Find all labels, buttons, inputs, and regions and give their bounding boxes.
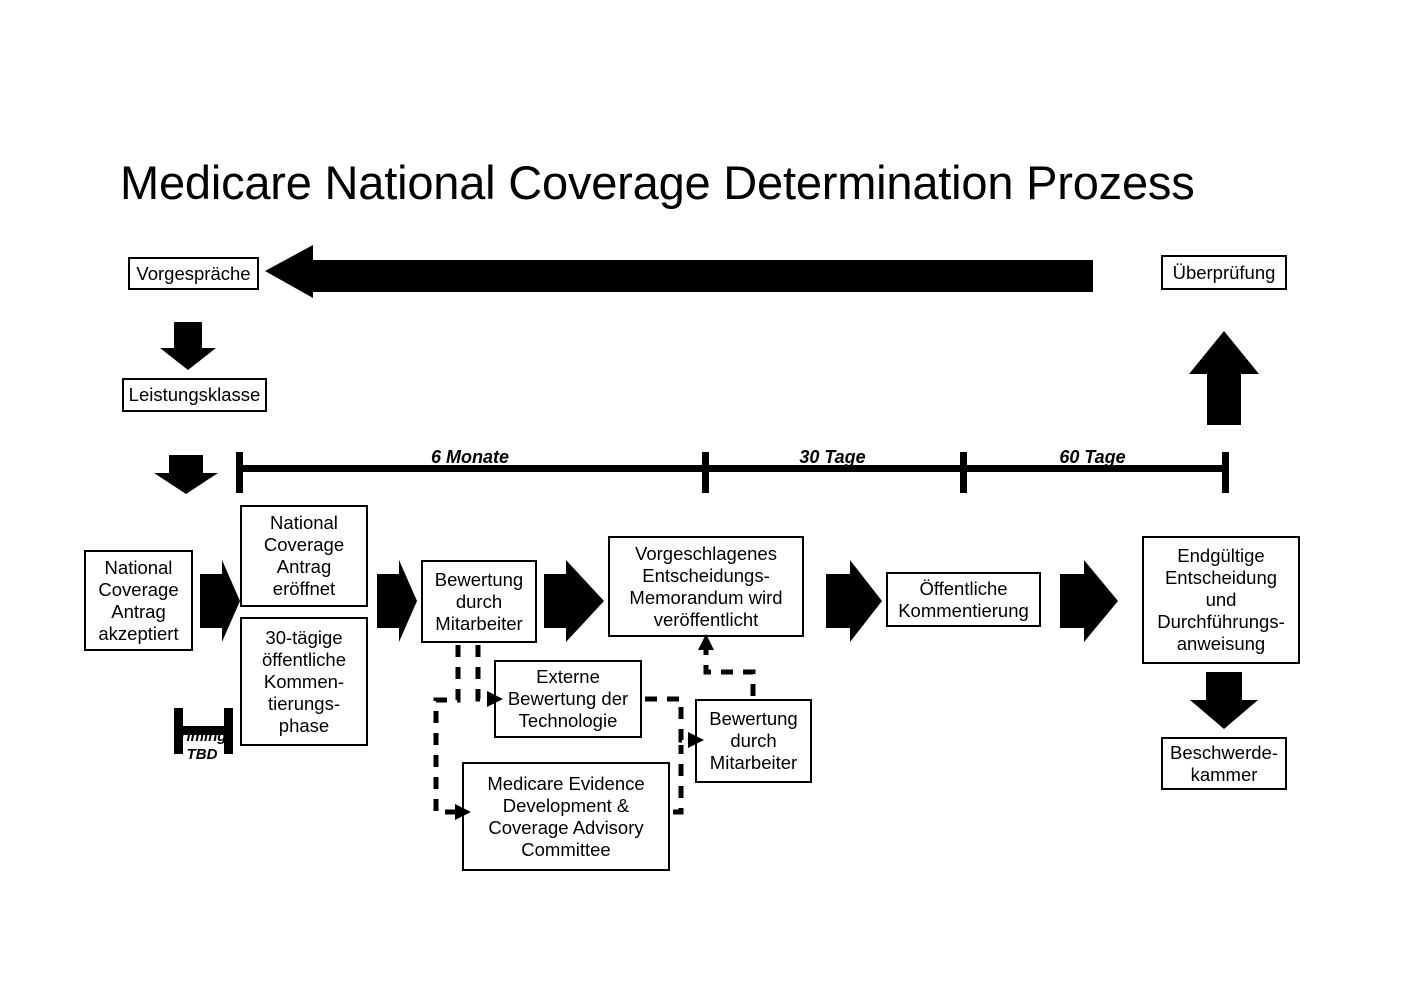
timeline-tick-2	[960, 452, 967, 493]
dashed-medcac-to-bewertung2	[673, 745, 684, 815]
timeline-label-60-tage: 60 Tage	[1059, 447, 1126, 467]
dashed-bewertung1-to-medcac	[433, 645, 461, 815]
box-antrag-eroeffnet[interactable]: National Coverage Antrag eröffnet	[240, 505, 368, 607]
page-title: Medicare National Coverage Determination…	[120, 156, 1195, 209]
box-externe-bewertung[interactable]: Externe Bewertung der Technologie	[494, 660, 642, 738]
box-bewertung-mitarbeiter-1[interactable]: Bewertung durch Mitarbeiter	[421, 560, 537, 643]
box-bewertung-mitarbeiter-2[interactable]: Bewertung durch Mitarbeiter	[695, 699, 812, 783]
arrow-right-eroeffnet-to-bewertung1	[377, 560, 417, 642]
timeline-label-6-monate: 6 Monate	[430, 447, 509, 467]
timeline-axis	[238, 465, 1228, 472]
box-leistungsklasse[interactable]: Leistungsklasse	[122, 378, 267, 412]
box-antrag-akzeptiert[interactable]: National Coverage Antrag akzeptiert	[84, 550, 193, 651]
box-vorgespraeche[interactable]: Vorgespräche	[128, 257, 259, 290]
timeline-label-30-tage: 30 Tage	[799, 447, 866, 467]
box-memorandum[interactable]: Vorgeschlagenes Entscheidungs-Memorandum…	[608, 536, 804, 637]
arrow-right-kommentierung-to-entscheidung	[1060, 560, 1118, 642]
box-beschwerdekammer[interactable]: Beschwerde-kammer	[1161, 737, 1287, 790]
arrow-right-memorandum-to-kommentierung	[826, 560, 882, 642]
box-endgueltige-entscheidung[interactable]: Endgültige Entscheidung und Durchführung…	[1142, 536, 1300, 664]
arrow-down-leistungsklasse-to-flow	[154, 455, 218, 494]
feedback-arrow-left-icon	[265, 245, 1093, 298]
arrow-right-akzeptiert-to-eroeffnet	[200, 560, 240, 642]
dashed-bewertung2-to-memorandum	[703, 650, 756, 696]
arrow-up-to-ueberpruefung	[1189, 331, 1259, 425]
dashed-externe-to-bewertung2	[645, 696, 688, 743]
arrow-right-bewertung1-to-memorandum	[544, 560, 604, 642]
box-ueberpruefung[interactable]: Überprüfung	[1161, 255, 1287, 290]
dashed-bewertung1-to-externe	[475, 645, 487, 702]
timeline-tick-start	[236, 452, 243, 493]
timeline-tick-end	[1222, 452, 1229, 493]
box-medcac[interactable]: Medicare Evidence Development & Coverage…	[462, 762, 670, 871]
box-oeffentliche-kommentierung[interactable]: Öffentliche Kommentierung	[886, 572, 1041, 627]
box-kommentierungsphase[interactable]: 30-tägige öffentliche Kommen-tierungs-ph…	[240, 617, 368, 746]
timing-bracket-label-line1: Timing	[177, 728, 227, 745]
timeline-tick-1	[702, 452, 709, 493]
arrow-down-entscheidung-to-beschwerdekammer	[1190, 672, 1258, 729]
timing-bracket-label-line2: TBD	[186, 746, 218, 763]
arrow-down-vorgespraeche-to-leistungsklasse	[160, 322, 216, 370]
